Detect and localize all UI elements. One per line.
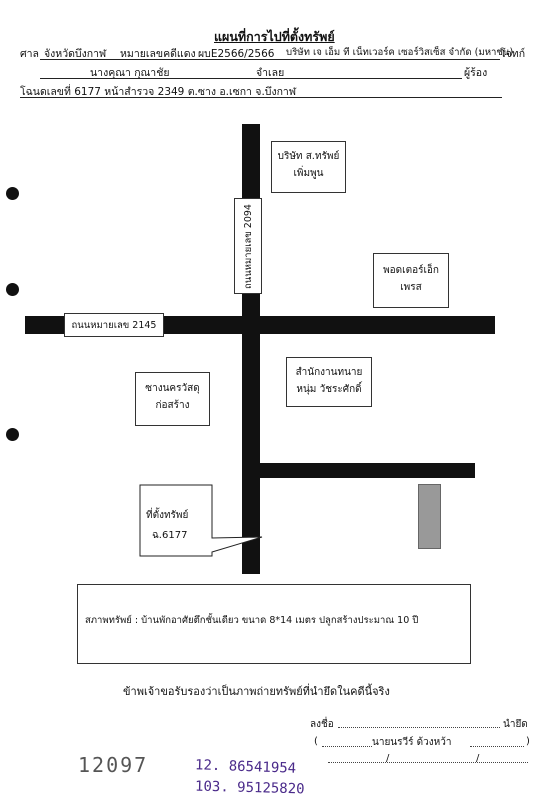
road-label-horizontal: ถนนหมายเลข 2145 bbox=[64, 313, 164, 337]
paren-open: ( bbox=[314, 736, 318, 747]
case-number: ผบE2566/2566 bbox=[198, 48, 275, 60]
landmark-law-office: สำนักงานทนาย หนุ่ม วัชระศักดิ์ bbox=[286, 357, 372, 407]
road-2094-label: ถนนหมายเลข 2094 bbox=[242, 203, 254, 289]
binder-hole bbox=[6, 283, 19, 296]
landmark-text: ก่อสร้าง bbox=[155, 400, 190, 411]
court-label: ศาล bbox=[20, 48, 39, 60]
road-label-vertical: ถนนหมายเลข 2094 bbox=[234, 198, 262, 294]
side-road bbox=[260, 463, 475, 478]
landmark-text: เพิ่มพูน bbox=[293, 168, 324, 179]
binder-hole bbox=[6, 428, 19, 441]
handwritten-phone-2: 103. 95125820 bbox=[194, 778, 305, 798]
case-label: หมายเลขคดีแดง bbox=[120, 48, 196, 60]
condition-box bbox=[77, 584, 471, 664]
applicant-role: ผู้ร้อง bbox=[464, 67, 488, 79]
landmark-pos-direct: พอดเตอร์เอ็ก เพรส bbox=[373, 253, 449, 308]
landmark-text: บริษัท ส.ทรัพย์ bbox=[277, 151, 340, 162]
plaintiff-role: โจทก์ bbox=[500, 48, 526, 60]
signer-name: นายนรวีร์ ด้วงหว้า bbox=[372, 737, 452, 748]
defendant-name: นางคุณา กุณาชัย bbox=[90, 67, 170, 79]
road-2145-label: ถนนหมายเลข 2145 bbox=[71, 319, 157, 331]
handwritten-phone-1: 12. 86541954 bbox=[194, 757, 297, 777]
landmark-text: เพรส bbox=[400, 282, 422, 293]
landmark-text: ซางนครวัสดุ bbox=[145, 383, 200, 394]
property-callout-shape bbox=[139, 484, 263, 557]
signer-role: นำยึด bbox=[503, 719, 528, 730]
landmark-text: หนุ่ม วัชระศักดิ์ bbox=[296, 384, 362, 395]
landmark-construction: ซางนครวัสดุ ก่อสร้าง bbox=[135, 372, 210, 426]
handwritten-page-number: 12097 bbox=[78, 753, 149, 777]
date-slash: / bbox=[386, 753, 390, 764]
deed-details: โฉนดเลขที่ 6177 หน้าสำรวจ 2349 ต.ซาง อ.เ… bbox=[20, 86, 296, 98]
property-condition: สภาพทรัพย์ : บ้านพักอาศัยตึกชั้นเดียว ขน… bbox=[85, 615, 419, 626]
deed-number-label: ฉ.6177 bbox=[152, 530, 188, 541]
sign-label: ลงชื่อ bbox=[310, 719, 334, 730]
binder-hole bbox=[6, 187, 19, 200]
property-location-label: ที่ตั้งทรัพย์ bbox=[146, 510, 189, 521]
defendant-role: จำเลย bbox=[256, 67, 285, 79]
landmark-company: บริษัท ส.ทรัพย์ เพิ่มพูน bbox=[271, 141, 346, 193]
certification-text: ข้าพเจ้าขอรับรองว่าเป็นภาพถ่ายทรัพย์ที่น… bbox=[123, 685, 390, 698]
property-plot bbox=[418, 484, 441, 549]
court-value: จังหวัดบึงกาฬ bbox=[44, 48, 107, 60]
plaintiff-name: บริษัท เจ เอ็ม ที เน็ทเวอร์ค เซอร์วิสเซ็… bbox=[286, 47, 514, 58]
date-slash: / bbox=[476, 753, 480, 764]
landmark-text: สำนักงานทนาย bbox=[295, 367, 363, 378]
page-title: แผนที่การไปที่ตั้งทรัพย์ bbox=[214, 29, 335, 44]
landmark-text: พอดเตอร์เอ็ก bbox=[383, 265, 439, 276]
paren-close: ) bbox=[526, 736, 530, 747]
